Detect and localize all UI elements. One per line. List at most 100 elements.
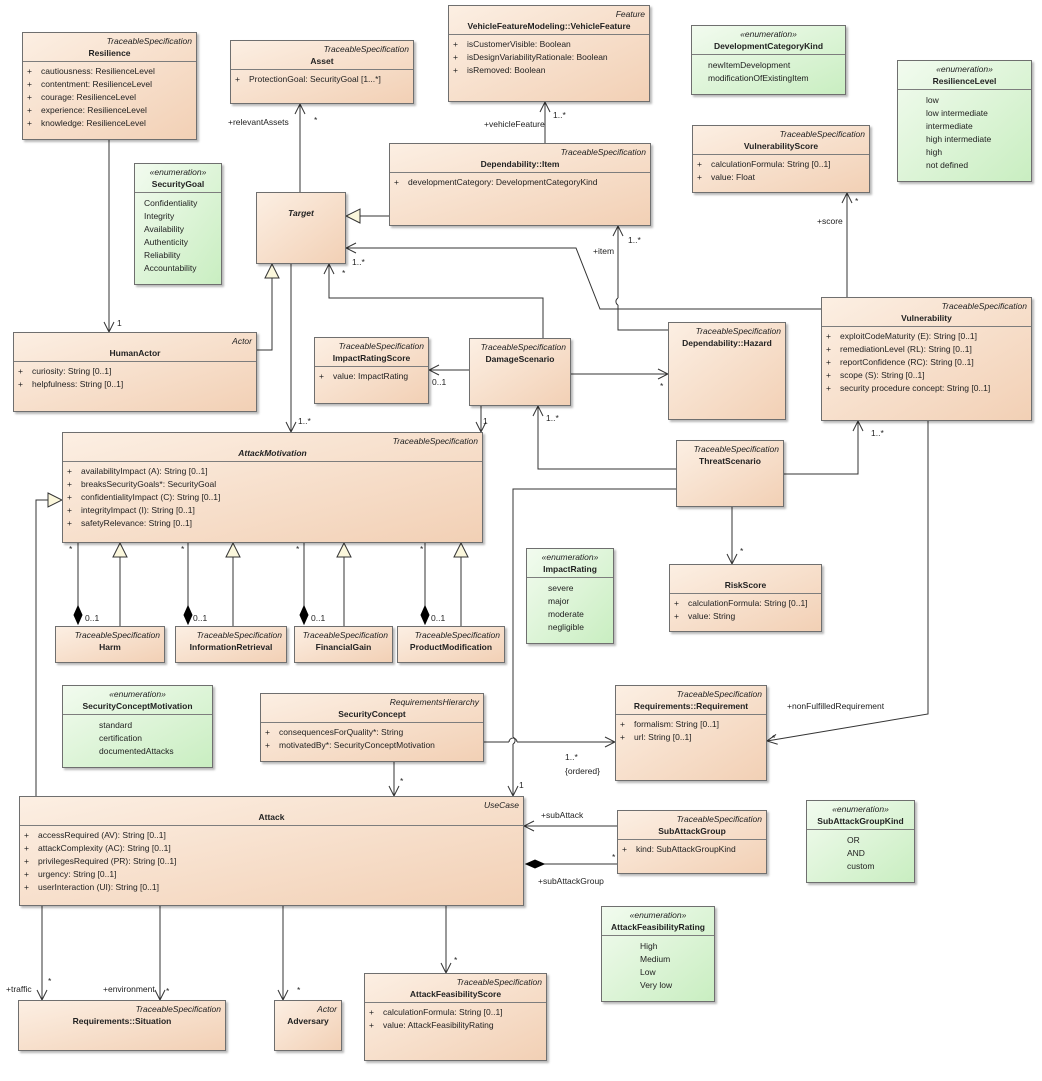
attribute-compartment: +availabilityImpact (A): String [0..1]+b… (63, 461, 482, 533)
class-stereotype: TraceableSpecification (676, 814, 762, 824)
attribute-visibility: + (67, 518, 72, 528)
attribute-row: +isRemoved: Boolean (453, 64, 645, 77)
class-stereotype: TraceableSpecification (302, 630, 388, 640)
attribute-row: +calculationFormula: String [0..1] (369, 1006, 542, 1019)
attribute-row: + value: Float (697, 171, 865, 184)
hop-arc (615, 297, 619, 306)
attribute-visibility: + (453, 39, 458, 49)
enum-literal: severe (548, 583, 574, 593)
attribute-visibility: + (18, 366, 23, 376)
enum-literal: Reliability (144, 250, 181, 260)
attribute-text: url: String [0..1] (634, 732, 692, 742)
enum-literal: custom (847, 861, 875, 871)
class-name: Requirements::Requirement (633, 701, 749, 711)
class-name: Requirements::Situation (72, 1016, 172, 1026)
class-stereotype: TraceableSpecification (676, 689, 762, 699)
class-name: ThreatScenario (699, 456, 761, 466)
attribute-compartment: +isCustomerVisible: Boolean+isDesignVari… (449, 34, 649, 80)
hop-arc (508, 737, 518, 743)
enum-literal: standard (99, 720, 133, 730)
class-name: SubAttackGroup (658, 826, 726, 836)
attribute-row: +knowledge: ResilienceLevel (27, 117, 192, 130)
attribute-visibility: + (265, 727, 270, 737)
class-name: DevelopmentCategoryKind (713, 41, 824, 51)
attribute-row: +experience: ResilienceLevel (27, 104, 192, 117)
attribute-text: curiosity: String [0..1] (32, 366, 112, 376)
attribute-compartment: +calculationFormula: String [0..1]+value… (693, 154, 869, 187)
class-name: InformationRetrieval (189, 642, 273, 652)
attribute-row: +ProtectionGoal: SecurityGoal [1...*] (235, 73, 409, 86)
attribute-text: exploitCodeMaturity (E): String [0..1] (840, 331, 978, 341)
class-risk-score[interactable]: RiskScore+calculationFormula: String [0.… (669, 564, 822, 632)
enum-literal: documentedAttacks (99, 746, 174, 756)
class-name: HumanActor (109, 348, 161, 358)
attribute-text: privilegesRequired (PR): String [0..1] (38, 856, 177, 866)
class-name: VulnerabilityScore (743, 141, 819, 151)
attribute-text: value: Float (711, 172, 755, 182)
class-name: DamageScenario (485, 354, 555, 364)
gen-humanactor-target (257, 264, 272, 351)
attribute-text: courage: ResilienceLevel (41, 92, 136, 102)
attribute-visibility: + (453, 52, 458, 62)
enum-literal: AND (847, 848, 865, 858)
assoc-threat-damage (538, 406, 676, 470)
class-name: ImpactRatingScore (332, 353, 411, 363)
class-stereotype: TraceableSpecification (392, 436, 478, 446)
enum-literal: OR (847, 835, 860, 845)
class-target[interactable]: Target (256, 192, 346, 264)
class-name: FinancialGain (315, 642, 372, 652)
attribute-row: +developmentCategory: DevelopmentCategor… (394, 176, 646, 189)
attribute-text: kind: SubAttackGroupKind (636, 844, 736, 854)
attribute-text: calculationFormula: String [0..1] (688, 598, 808, 608)
class-name: VehicleFeatureModeling::VehicleFeature (467, 21, 631, 31)
attribute-row: +scope (S): String [0..1] (826, 369, 1027, 382)
attribute-visibility: + (24, 882, 29, 892)
attribute-visibility: + (697, 172, 702, 182)
enum-literal: Accountability (144, 263, 197, 273)
class-stereotype: TraceableSpecification (196, 630, 282, 640)
attribute-visibility: + (826, 331, 831, 341)
attribute-row: +userInteraction (UI): String [0..1] (24, 881, 519, 894)
assoc-vulnerability-target (346, 248, 821, 310)
attribute-text: ProtectionGoal: SecurityGoal [1...*] (249, 74, 381, 84)
attribute-visibility: + (826, 357, 831, 367)
attribute-text: isDesignVariabilityRationale: Boolean (467, 52, 608, 62)
attribute-visibility: + (18, 379, 23, 389)
attribute-visibility: + (24, 856, 29, 866)
class-stereotype: «enumeration» (832, 804, 889, 814)
